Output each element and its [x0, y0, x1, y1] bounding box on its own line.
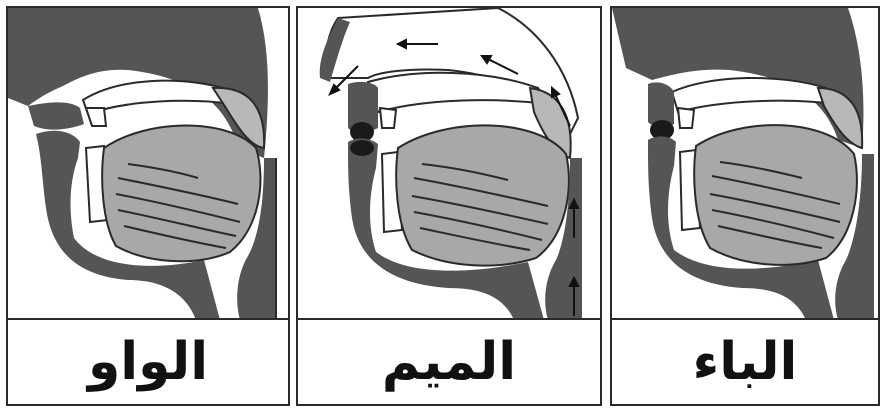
articulation-diagram-waw	[8, 8, 288, 320]
caption-baa: الباء	[612, 318, 878, 404]
caption-waw: الواو	[8, 318, 288, 404]
upper-tooth	[678, 108, 694, 128]
caption-meem: الميم	[298, 318, 600, 404]
hard-palate	[83, 81, 233, 114]
upper-lip	[28, 102, 84, 129]
articulation-diagram-meem	[298, 8, 600, 320]
upper-tooth	[86, 108, 106, 126]
lip-closure-lower	[350, 140, 374, 156]
hard-palate	[672, 78, 834, 112]
upper-tooth	[380, 108, 396, 128]
caption-meem-text: الميم	[382, 332, 516, 392]
articulation-diagram-baa	[612, 8, 878, 320]
tongue	[102, 126, 260, 262]
panel-baa: الباء	[610, 6, 880, 406]
tongue	[396, 125, 569, 265]
panel-waw: الواو	[6, 6, 290, 406]
caption-baa-text: الباء	[693, 332, 798, 392]
panel-meem: الميم	[296, 6, 602, 406]
caption-waw-text: الواو	[88, 332, 208, 392]
